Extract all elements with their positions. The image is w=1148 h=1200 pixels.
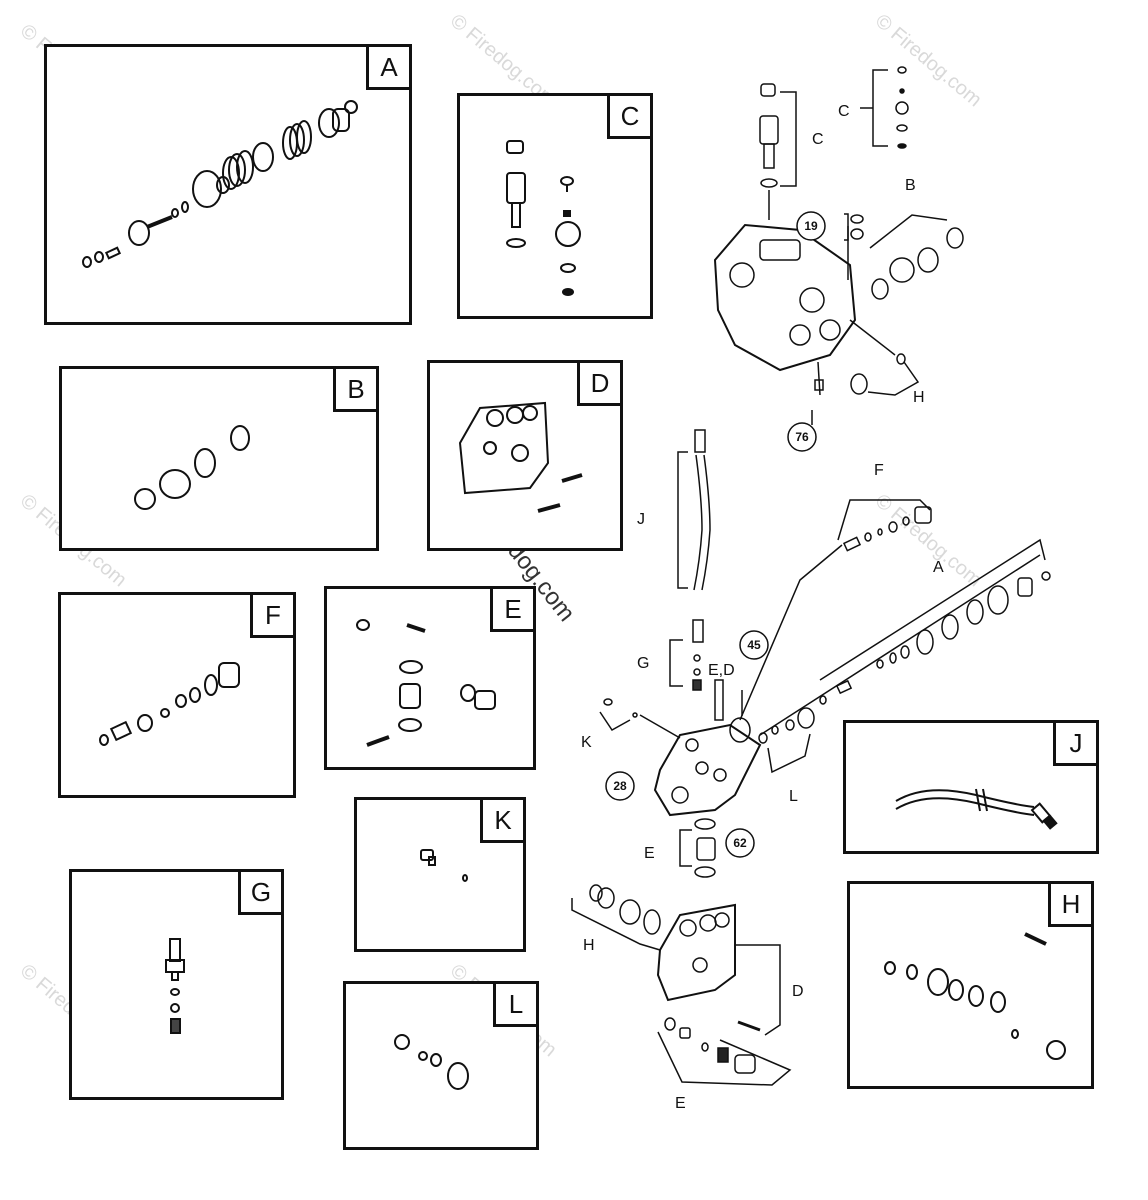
callout-b: B bbox=[905, 177, 916, 194]
callout-k: K bbox=[581, 734, 592, 751]
panel-label-h: H bbox=[1048, 881, 1094, 927]
pump-body bbox=[713, 223, 857, 372]
callout-h-top: H bbox=[913, 389, 925, 406]
callout-e-bottom: E bbox=[675, 1095, 686, 1112]
port-assembly-e-drawing bbox=[356, 619, 496, 747]
callout-l: L bbox=[789, 788, 798, 805]
callout-h-lower: H bbox=[583, 937, 595, 954]
valve-stack-c bbox=[759, 66, 909, 220]
hose-j-drawing bbox=[895, 788, 1058, 830]
detail-panel-h: H bbox=[847, 881, 1094, 1089]
detail-panel-k: K bbox=[354, 797, 526, 952]
callout-g: G bbox=[637, 655, 649, 672]
manifold-d-drawing bbox=[458, 401, 583, 513]
valve-assembly-a-drawing bbox=[82, 100, 358, 268]
callout-j: J bbox=[637, 511, 645, 528]
detail-panel-l: L bbox=[343, 981, 539, 1150]
valve-assembly-l-drawing bbox=[394, 1034, 469, 1090]
panel-label-c: C bbox=[607, 93, 653, 139]
detail-panel-g: G bbox=[69, 869, 284, 1100]
panel-label-j: J bbox=[1053, 720, 1099, 766]
callout-ed: E,D bbox=[708, 662, 735, 679]
detail-panel-j: J bbox=[843, 720, 1099, 854]
fitting-k-drawing bbox=[420, 849, 468, 882]
callout-f: F bbox=[874, 462, 884, 479]
seal-assembly-h-drawing bbox=[884, 932, 1066, 1060]
detail-panel-a: A bbox=[44, 44, 412, 325]
panel-label-k: K bbox=[480, 797, 526, 843]
panel-label-f: F bbox=[250, 592, 296, 638]
manifold-center bbox=[653, 679, 762, 817]
part-number-28: 28 bbox=[613, 779, 627, 793]
panel-label-e: E bbox=[490, 586, 536, 632]
callout-a: A bbox=[933, 559, 944, 576]
part-number-45: 45 bbox=[747, 638, 761, 652]
panel-label-a: A bbox=[366, 44, 412, 90]
valve-assembly-c-drawing bbox=[506, 140, 581, 296]
detail-panel-e: E bbox=[324, 586, 536, 770]
valve-assembly-f-drawing bbox=[99, 662, 240, 746]
callout-c-right: C bbox=[838, 103, 850, 120]
detail-panel-c: C bbox=[457, 93, 653, 319]
valve-assembly-b-drawing bbox=[134, 425, 250, 510]
callout-e-mid: E bbox=[644, 845, 655, 862]
panel-label-b: B bbox=[333, 366, 379, 412]
panel-label-g: G bbox=[238, 869, 284, 915]
detail-panel-f: F bbox=[58, 592, 296, 798]
detail-panel-b: B bbox=[59, 366, 379, 551]
panel-label-l: L bbox=[493, 981, 539, 1027]
callout-d: D bbox=[792, 983, 804, 1000]
detail-panel-d: D bbox=[427, 360, 623, 551]
part-number-62: 62 bbox=[733, 836, 747, 850]
panel-label-d: D bbox=[577, 360, 623, 406]
fitting-g-drawing bbox=[165, 938, 185, 1034]
callout-c-stem: C bbox=[812, 131, 824, 148]
part-number-19: 19 bbox=[804, 219, 818, 233]
part-number-76: 76 bbox=[795, 430, 809, 444]
